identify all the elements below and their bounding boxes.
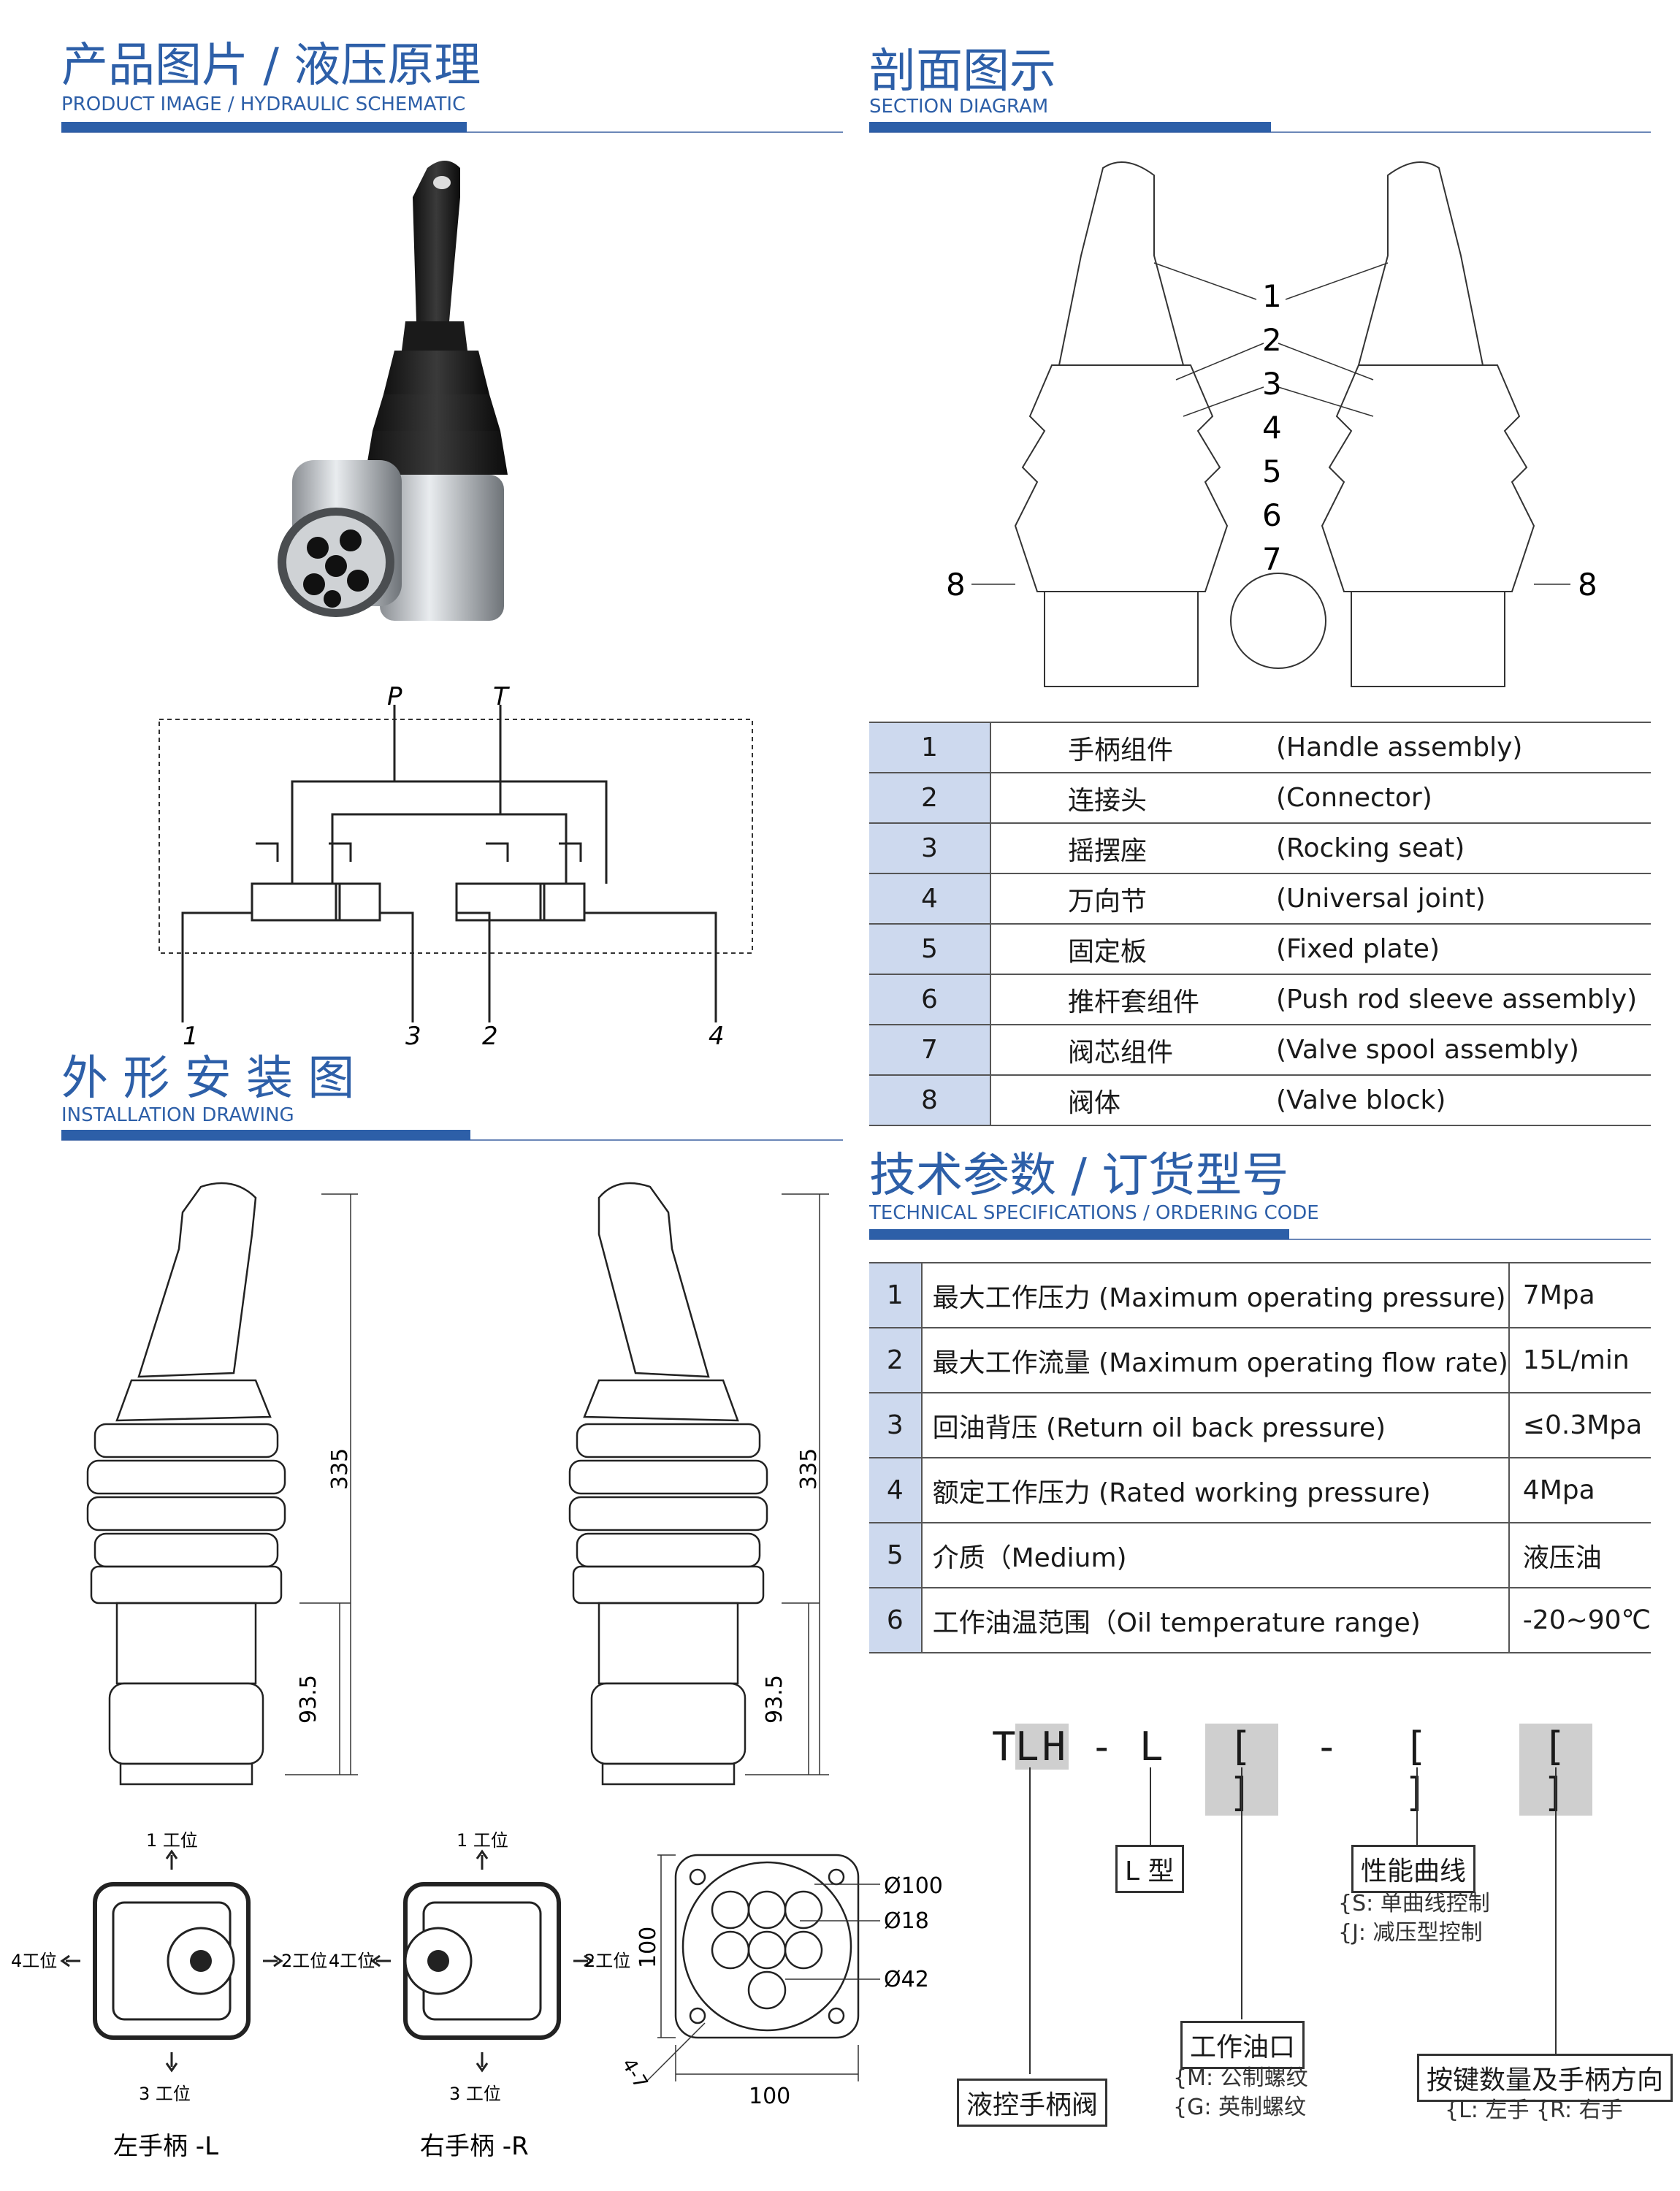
valve-label: 液控手柄阀 <box>957 2079 1108 2127</box>
code-T: T <box>992 1724 1019 1770</box>
left-handle-label: 左手柄 -L <box>113 2132 218 2161</box>
code-dash-2: - <box>1315 1724 1342 1770</box>
callout-6: 6 <box>1262 497 1282 533</box>
divider <box>869 1239 1651 1240</box>
right-handle-label: 右手柄 -R <box>420 2132 529 2161</box>
port-option-G: {G: 英制螺纹 <box>1173 2095 1306 2120</box>
callout-1: 1 <box>1262 278 1282 314</box>
divider-accent <box>61 122 467 132</box>
dim-93.5-right: 93.5 <box>762 1675 787 1724</box>
code-L: L <box>1139 1724 1167 1770</box>
divider <box>61 131 843 133</box>
dim-335-right: 335 <box>796 1448 822 1490</box>
button-label: 按键数量及手柄方向 <box>1417 2054 1673 2102</box>
product-title: 产品图片 / 液压原理 <box>61 39 481 93</box>
divider <box>869 131 1651 133</box>
dim-d18: Ø18 <box>884 1908 929 1934</box>
port-T: T <box>493 687 510 711</box>
callout-5: 5 <box>1262 454 1282 489</box>
callout-2: 2 <box>1262 322 1282 358</box>
installation-drawing: 335 93.5 335 93.5 <box>86 1182 829 1786</box>
dim-100-h: 100 <box>635 1927 661 1968</box>
callout-8-left: 8 <box>946 567 966 603</box>
section-diagram: 1 2 3 4 5 6 7 8 8 <box>946 161 1597 687</box>
callout-3: 3 <box>1262 366 1282 402</box>
curve-option-J: {J: 减压型控制 <box>1338 1920 1483 1946</box>
port-3: 3 <box>405 1022 421 1051</box>
port-P: P <box>387 687 402 711</box>
pos-2-left: 2工位 <box>281 1951 327 1971</box>
dim-335-left: 335 <box>327 1448 353 1490</box>
port-1: 1 <box>183 1022 199 1051</box>
pos-1-left: 1 工位 <box>146 1830 198 1851</box>
code-LH: LH <box>1015 1724 1069 1770</box>
dim-93.5-left: 93.5 <box>296 1675 321 1724</box>
callout-8-right: 8 <box>1578 567 1597 603</box>
pos-4-left: 4工位 <box>11 1951 57 1971</box>
code-dash: - <box>1090 1724 1117 1770</box>
product-subtitle: PRODUCT IMAGE / HYDRAULIC SCHEMATIC <box>61 93 466 115</box>
dim-small: 4-7 <box>617 2055 652 2093</box>
base-view: 100 100 Ø100 Ø18 Ø42 4-7 <box>617 1854 943 2109</box>
tech-subtitle: TECHNICAL SPECIFICATIONS / ORDERING CODE <box>869 1202 1319 1224</box>
port-4: 4 <box>709 1022 725 1051</box>
hydraulic-schematic: P T 1 3 2 4 <box>159 687 753 1051</box>
divider-accent <box>869 1229 1289 1239</box>
pos-3-left: 3 工位 <box>139 2084 191 2104</box>
pos-3-right: 3 工位 <box>449 2084 501 2104</box>
pos-2-right: 2工位 <box>584 1951 630 1971</box>
dim-d42: Ø42 <box>884 1967 929 1992</box>
tech-title: 技术参数 / 订货型号 <box>869 1149 1289 1203</box>
dim-d100: Ø100 <box>884 1873 943 1899</box>
dim-100-w: 100 <box>749 2084 790 2109</box>
position-views: 1 工位 3 工位 4工位 2工位 1 工位 3 工位 4工位 2工位 左手柄 … <box>11 1830 630 2161</box>
install-title: 外 形 安 装 图 <box>61 1052 355 1106</box>
product-photo <box>278 161 508 621</box>
section-title: 剖面图示 <box>869 45 1056 99</box>
code-slot-2: [ ] <box>1403 1724 1431 1816</box>
install-subtitle: INSTALLATION DRAWING <box>61 1104 294 1126</box>
port-option-M: {M: 公制螺纹 <box>1173 2065 1308 2091</box>
pos-4-right: 4工位 <box>329 1951 375 1971</box>
divider-accent <box>869 122 1271 132</box>
callout-7: 7 <box>1262 541 1282 577</box>
port-label: 工作油口 <box>1180 2021 1305 2069</box>
section-subtitle: SECTION DIAGRAM <box>869 96 1049 118</box>
button-options: {L: 左手 {R: 右手 <box>1445 2098 1623 2123</box>
curve-label: 性能曲线 <box>1351 1845 1476 1893</box>
curve-option-S: {S: 单曲线控制 <box>1338 1891 1490 1916</box>
port-2: 2 <box>482 1022 498 1051</box>
divider-accent <box>61 1130 470 1140</box>
pos-1-right: 1 工位 <box>457 1830 508 1851</box>
divider <box>61 1139 843 1141</box>
type-label: L 型 <box>1115 1845 1184 1893</box>
callout-4: 4 <box>1262 410 1282 446</box>
